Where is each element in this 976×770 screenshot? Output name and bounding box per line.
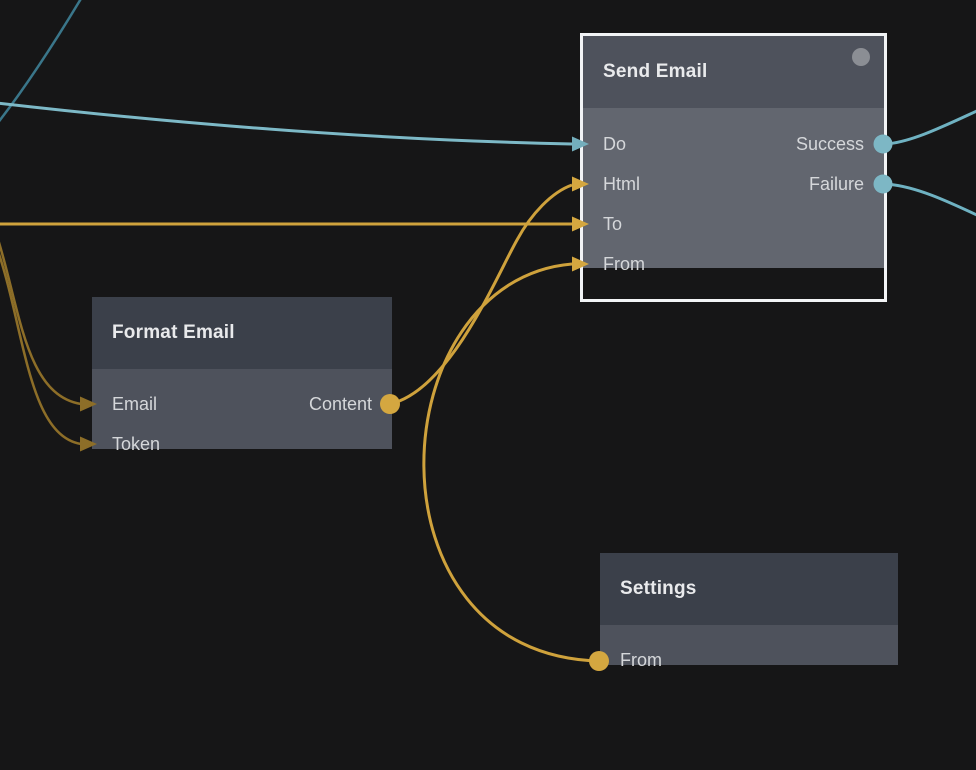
node-settings-body: From — [600, 625, 898, 670]
node-settings[interactable]: Settings From — [600, 553, 898, 697]
wire-offscreen-teal[interactable] — [0, 0, 82, 124]
port-row: Email Content — [92, 384, 392, 424]
input-label-do: Do — [603, 133, 627, 154]
wire-to-token[interactable] — [0, 248, 82, 446]
output-label-failure: Failure — [808, 173, 864, 194]
port-row: Do Success — [583, 124, 884, 164]
node-send-email-body: Do Success Html Failure To From — [583, 108, 884, 274]
output-label-content: Content — [308, 393, 372, 414]
status-dot — [852, 48, 870, 66]
input-label-from: From — [603, 253, 645, 274]
port-row: Token — [92, 424, 392, 464]
node-format-email[interactable]: Format Email Email Content Token — [92, 297, 392, 481]
wire-to-do[interactable] — [0, 101, 573, 146]
node-settings-header[interactable]: Settings — [600, 553, 898, 625]
wire-failure-out[interactable] — [885, 182, 976, 217]
output-label-success: Success — [795, 133, 864, 154]
wire-success-out[interactable] — [885, 109, 976, 146]
wire-settingsfrom-to-from[interactable] — [422, 262, 600, 663]
wire-content-to-html[interactable] — [389, 183, 573, 406]
port-row: Html Failure — [583, 164, 884, 204]
node-format-email-body: Email Content Token — [92, 369, 392, 454]
input-label-to: To — [603, 213, 623, 234]
input-label-token: Token — [112, 433, 161, 454]
node-send-email-header[interactable]: Send Email — [583, 36, 884, 108]
port-row: To — [583, 204, 884, 244]
output-label-from: From — [620, 649, 662, 670]
wire-to-email[interactable] — [0, 236, 82, 406]
node-format-email-title: Format Email — [112, 322, 235, 343]
input-label-email: Email — [112, 393, 158, 414]
node-send-email[interactable]: Send Email Do Success Html Failure To Fr… — [580, 33, 887, 302]
node-settings-title: Settings — [620, 578, 697, 599]
port-row: From — [583, 244, 884, 284]
port-row: From — [600, 640, 898, 680]
node-format-email-header[interactable]: Format Email — [92, 297, 392, 369]
node-send-email-title: Send Email — [603, 61, 708, 82]
input-label-html: Html — [603, 173, 640, 194]
